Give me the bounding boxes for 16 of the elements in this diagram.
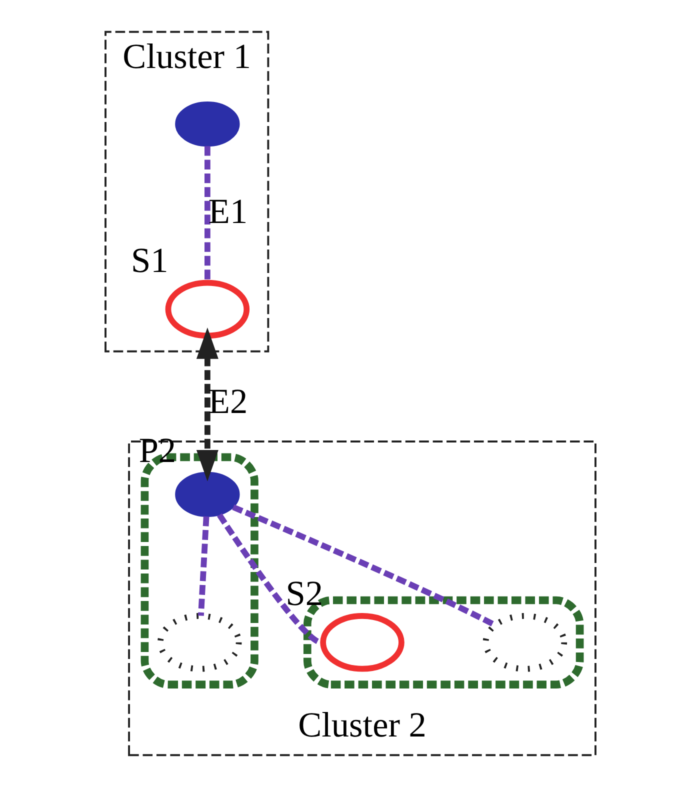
connector: [232, 504, 496, 628]
node-circle: [174, 101, 240, 147]
node-label: S2: [285, 574, 323, 613]
node-circle: [156, 613, 242, 672]
edge-label: E2: [208, 382, 248, 421]
node-circle: [320, 613, 404, 672]
arrow: [196, 328, 218, 482]
connector: [216, 513, 322, 646]
node-label: P2: [138, 430, 176, 470]
edge-label: E1: [208, 192, 248, 231]
connector: [204, 146, 210, 282]
node-circle: [174, 472, 240, 517]
node-circle: [482, 613, 567, 672]
node-label: S1: [130, 240, 168, 280]
node-circle: [164, 280, 250, 339]
connector: [198, 516, 209, 616]
